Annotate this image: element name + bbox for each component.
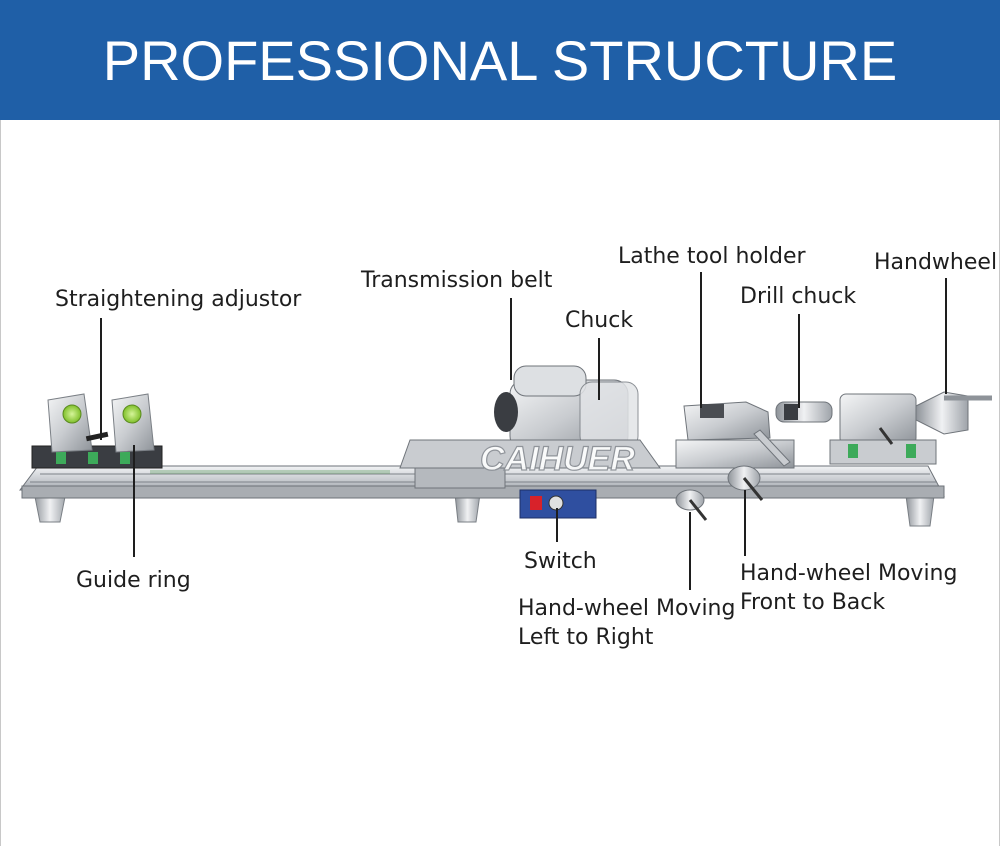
leader-straightening-adjustor — [100, 318, 102, 440]
label-handwheel-left-right-line2: Left to Right — [518, 625, 654, 650]
label-lathe-tool-holder: Lathe tool holder — [618, 244, 806, 269]
label-straightening-adjustor: Straightening adjustor — [55, 287, 302, 312]
label-handwheel-left-right-line1: Hand-wheel Moving — [518, 596, 736, 621]
page-title: PROFESSIONAL STRUCTURE — [102, 28, 898, 92]
leader-drill-chuck — [798, 314, 800, 408]
label-switch: Switch — [524, 549, 597, 574]
label-handwheel: Handwheel — [874, 250, 998, 275]
label-transmission-belt: Transmission belt — [361, 268, 553, 293]
left-frame-border — [0, 120, 1, 846]
label-chuck: Chuck — [565, 308, 634, 333]
title-banner: PROFESSIONAL STRUCTURE — [0, 0, 1000, 120]
straightening-adjustors — [31, 393, 163, 469]
leader-transmission-belt — [510, 298, 512, 380]
leader-handwheel — [945, 278, 947, 394]
leader-handwheel-left-right — [689, 512, 691, 590]
label-handwheel-front-back-line1: Hand-wheel Moving — [740, 561, 958, 586]
label-guide-ring: Guide ring — [76, 568, 191, 593]
carriage-tool-holder — [675, 401, 795, 521]
leader-lathe-tool-holder — [700, 272, 702, 408]
switch-box — [519, 489, 597, 519]
label-drill-chuck: Drill chuck — [740, 284, 857, 309]
leader-handwheel-front-back — [744, 490, 746, 556]
tailstock — [775, 391, 992, 465]
leader-chuck — [598, 338, 600, 400]
leader-switch — [556, 508, 558, 542]
label-handwheel-front-back-line2: Front to Back — [740, 590, 886, 615]
watermark-logo: CAIHUER — [480, 440, 635, 478]
leader-guide-ring — [133, 445, 135, 557]
